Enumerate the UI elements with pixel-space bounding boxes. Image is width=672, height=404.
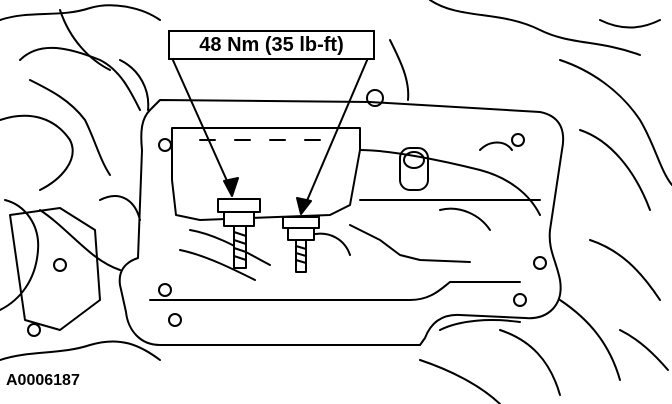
bolt-left <box>217 198 261 269</box>
bolt-right <box>282 216 320 273</box>
callout-leader-lines <box>171 57 369 215</box>
background-engine-left <box>0 4 161 361</box>
torque-callout: 48 Nm (35 lb-ft) <box>168 30 375 60</box>
figure-id: A0006187 <box>6 372 80 389</box>
internal-mechanism <box>179 139 541 281</box>
torque-label: 48 Nm (35 lb-ft) <box>199 33 344 56</box>
background-engine-right <box>366 0 672 404</box>
cover-plate <box>118 99 565 346</box>
